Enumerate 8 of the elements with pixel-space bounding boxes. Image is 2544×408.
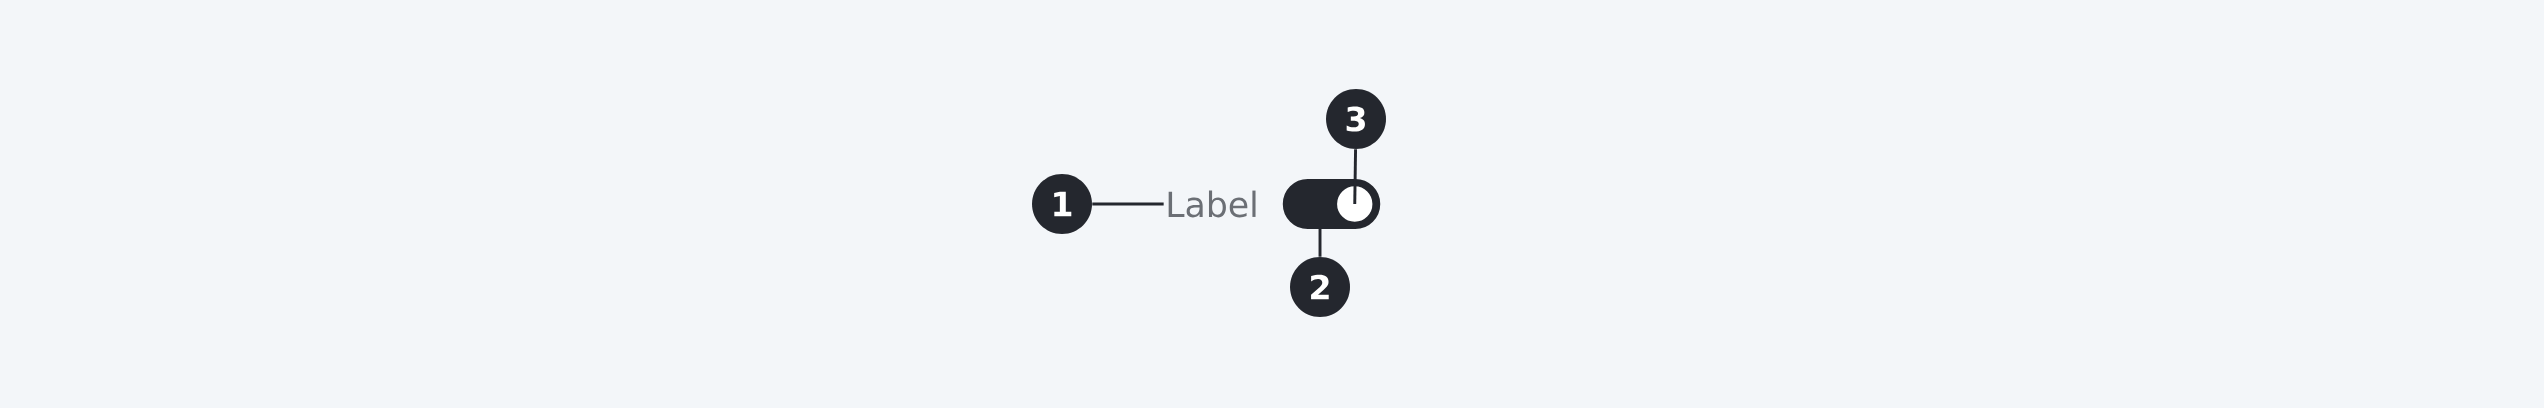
- callout-number: 1: [1032, 174, 1092, 234]
- leader-line: [1353, 149, 1358, 205]
- leader-line: [1092, 202, 1164, 206]
- toggle-thumb: [1335, 184, 1375, 224]
- callout-number: 3: [1326, 89, 1386, 149]
- label-text: Label: [1168, 190, 1256, 218]
- callout-number: 2: [1290, 257, 1350, 317]
- leader-line: [1318, 229, 1322, 257]
